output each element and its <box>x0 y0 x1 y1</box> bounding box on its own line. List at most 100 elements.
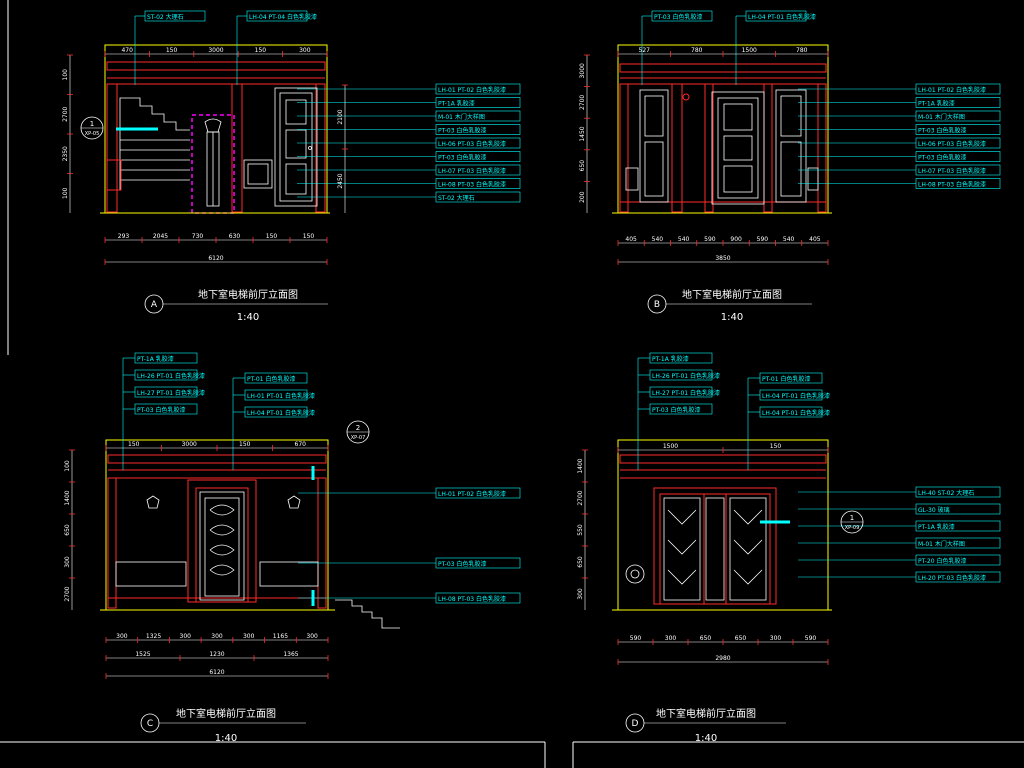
dimension-value: 900 <box>730 236 742 243</box>
dimension-value: 3000 <box>182 441 197 448</box>
dimension-value: 300 <box>665 635 677 642</box>
dimension-value: 405 <box>809 236 821 243</box>
view-id: D <box>632 719 639 729</box>
dimension-value: 2980 <box>715 655 730 662</box>
top-tag: LH-26 PT-01 白色乳胶漆 <box>652 372 720 380</box>
top-tag: PT-03 白色乳胶漆 <box>652 406 700 414</box>
dimension-value: 300 <box>64 556 71 568</box>
dimension-value: 293 <box>118 233 130 240</box>
top-tag: PT-01 白色乳胶漆 <box>762 375 810 383</box>
callout-number: 1 <box>90 120 94 128</box>
dimension-value: 650 <box>577 556 584 568</box>
dimension-value: 630 <box>229 233 241 240</box>
dimension-value: 590 <box>757 236 769 243</box>
material-label: LH-01 PT-02 白色乳胶漆 <box>438 86 506 94</box>
top-tag: LH-04 PT-01 白色乳胶漆 <box>762 409 830 417</box>
dimension-value: 150 <box>166 47 178 54</box>
dimension-value: 550 <box>577 524 584 536</box>
material-label: LH-40 ST-02 大理石 <box>918 489 974 497</box>
top-tag: LH-04 PT-04 白色乳胶漆 <box>249 13 317 21</box>
dimension-value: 2350 <box>62 146 69 161</box>
dimension-value: 150 <box>303 233 315 240</box>
dimension-value: 3850 <box>715 255 730 262</box>
dimension-value: 300 <box>243 633 255 640</box>
dimension-value: 6120 <box>208 255 223 262</box>
view-title: 地下室电梯前厅立面图 <box>198 288 298 301</box>
material-label: LH-07 PT-03 白色乳胶漆 <box>918 167 986 175</box>
view-id: A <box>151 300 158 310</box>
dimension-value: 650 <box>700 635 712 642</box>
dimension-value: 2450 <box>337 173 344 188</box>
dimension-value: 470 <box>121 47 133 54</box>
dimension-value: 1500 <box>742 47 757 54</box>
view-scale: 1:40 <box>215 733 237 744</box>
dimension-value: 540 <box>652 236 664 243</box>
view-scale: 1:40 <box>237 312 259 323</box>
top-tag: PT-03 白色乳胶漆 <box>137 406 185 414</box>
material-label: PT-03 白色乳胶漆 <box>438 560 486 568</box>
dimension-value: 150 <box>266 233 278 240</box>
dimension-value: 300 <box>180 633 192 640</box>
material-label: LH-06 PT-03 白色乳胶漆 <box>438 140 506 148</box>
top-tag: LH-27 PT-01 白色乳胶漆 <box>137 389 205 397</box>
dimension-value: 2700 <box>64 586 71 601</box>
top-tag: LH-04 PT-01 白色乳胶漆 <box>748 13 816 21</box>
dimension-value: 1230 <box>209 651 224 658</box>
callout-ref: XP-05 <box>85 131 100 137</box>
top-tag: LH-26 PT-01 白色乳胶漆 <box>137 372 205 380</box>
dimension-value: 2700 <box>579 95 586 110</box>
dimension-value: 2045 <box>153 233 168 240</box>
view-title: 地下室电梯前厅立面图 <box>656 707 756 720</box>
dimension-value: 1365 <box>283 651 298 658</box>
view-title: 地下室电梯前厅立面图 <box>176 707 276 720</box>
elevation-panel-d <box>612 439 832 611</box>
dimension-value: 650 <box>735 635 747 642</box>
annotation-layer: LH-01 PT-02 白色乳胶漆 PT-1A 乳胶漆 M-01 木门大样图 PT-0… <box>80 10 1001 604</box>
callout-number: 2 <box>356 424 360 432</box>
view-scale: 1:40 <box>695 733 717 744</box>
material-label: LH-08 PT-03 白色乳胶漆 <box>918 181 986 189</box>
panel-d-title-block: D 地下室电梯前厅立面图 1:40 <box>625 707 786 744</box>
dimension-value: 300 <box>116 633 128 640</box>
dimension-value: 300 <box>770 635 782 642</box>
dimension-value: 590 <box>630 635 642 642</box>
top-tag: PT-01 白色乳胶漆 <box>247 375 295 383</box>
dimension-value: 527 <box>639 47 651 54</box>
dimension-value: 1400 <box>64 490 71 505</box>
dimension-value: 100 <box>62 69 69 81</box>
elevation-panel-a <box>100 44 330 214</box>
dimension-value: 200 <box>579 191 586 203</box>
view-title: 地下室电梯前厅立面图 <box>682 288 782 301</box>
material-label: PT-20 白色乳胶漆 <box>918 557 966 565</box>
dimension-value: 300 <box>577 588 584 600</box>
dimension-value: 1500 <box>663 443 678 450</box>
dimension-value: 150 <box>239 441 251 448</box>
material-label: M-01 木门大样图 <box>918 540 965 548</box>
dimension-value: 6120 <box>209 669 224 676</box>
callout-ref: XP-07 <box>351 435 366 441</box>
top-tag: PT-03 白色乳胶漆 <box>654 13 702 21</box>
dimension-value: 2100 <box>337 109 344 124</box>
dimension-value: 300 <box>211 633 223 640</box>
callout-number: 1 <box>850 514 854 522</box>
material-label: GL-30 玻璃 <box>918 506 950 514</box>
material-label: LH-01 PT-02 白色乳胶漆 <box>438 490 506 498</box>
dimension-value: 300 <box>306 633 318 640</box>
top-tag: LH-01 PT-01 白色乳胶漆 <box>247 392 315 400</box>
dimension-value: 540 <box>783 236 795 243</box>
dimension-value: 1450 <box>579 126 586 141</box>
dimension-value: 3000 <box>579 63 586 78</box>
dimension-value: 300 <box>299 47 311 54</box>
material-label: PT-1A 乳胶漆 <box>438 100 475 108</box>
material-label: LH-06 PT-03 白色乳胶漆 <box>918 140 986 148</box>
dimension-value: 100 <box>62 187 69 199</box>
dimension-value: 100 <box>64 460 71 472</box>
dimension-value: 2700 <box>577 490 584 505</box>
